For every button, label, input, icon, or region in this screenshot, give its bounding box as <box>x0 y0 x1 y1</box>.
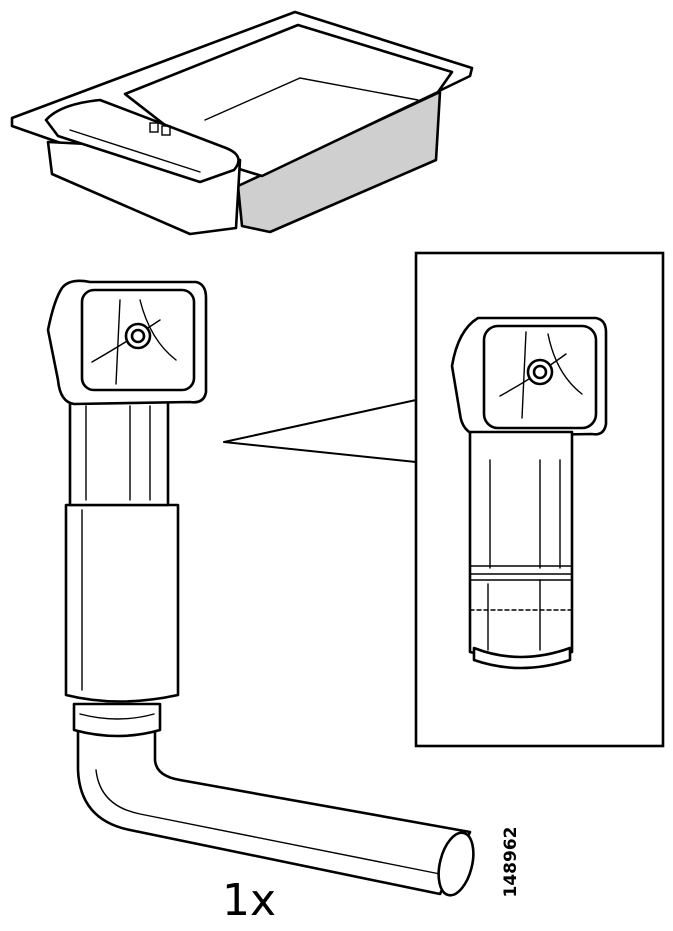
double-sink-icon <box>10 10 474 236</box>
part-number: 148962 <box>501 826 521 898</box>
quantity-label: 1x <box>222 875 277 926</box>
drain-trap-icon <box>46 279 475 897</box>
trap-detail-icon <box>414 251 665 748</box>
